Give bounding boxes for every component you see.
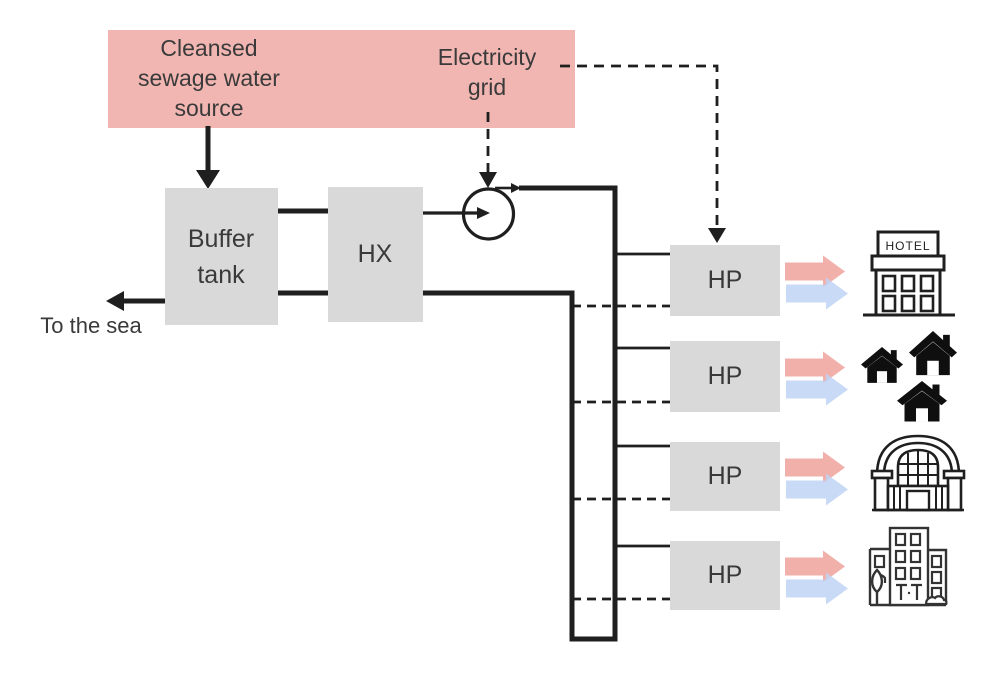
grid-to-hp-arrowhead-icon [708, 228, 726, 243]
apartments-icon [868, 526, 948, 607]
cold-arrow-3 [786, 473, 848, 506]
hx-box [328, 187, 423, 322]
grid-to-pump-arrowhead-icon [479, 172, 497, 188]
hx-label: HX [357, 240, 393, 268]
public-building-icon [870, 434, 966, 512]
to-sea-arrowhead-icon [106, 291, 124, 311]
heat-arrow-4 [785, 550, 845, 583]
cold-arrow-4 [786, 572, 848, 605]
source-water-label: Cleansed sewage water source [138, 35, 280, 121]
source-to-buffer-arrowhead-icon [196, 170, 220, 189]
water-loop-line [270, 185, 618, 642]
pump-inlet-arrowhead-icon [477, 207, 490, 219]
heat-arrow-1 [785, 255, 845, 288]
hp-box-1 [670, 245, 780, 316]
hp-label-1: HP [707, 266, 743, 294]
hp-box-2 [670, 341, 780, 412]
electricity-grid-label: Electricity grid [437, 44, 537, 100]
hotel-sign-label: HOTEL [885, 239, 930, 253]
pump-outlet-arrowhead-icon [511, 183, 521, 193]
to-sea-label: To the sea [40, 313, 142, 338]
buffer-tank-box [165, 188, 278, 325]
hotel-icon: HOTEL [863, 230, 955, 317]
hp-label-2: HP [707, 362, 743, 390]
source-box [108, 30, 575, 128]
hp-box-4 [670, 541, 780, 610]
cold-arrow-2 [786, 373, 848, 406]
hp-label-3: HP [707, 462, 743, 490]
buffer-tank-label: Buffer tank [187, 225, 255, 289]
houses-icon [861, 331, 957, 422]
cold-arrow-1 [786, 277, 848, 310]
hp-box-3 [670, 442, 780, 511]
heat-arrow-3 [785, 451, 845, 484]
hp-label-4: HP [707, 561, 743, 589]
heat-arrow-2 [785, 351, 845, 384]
grid-to-hp-line [560, 64, 719, 230]
